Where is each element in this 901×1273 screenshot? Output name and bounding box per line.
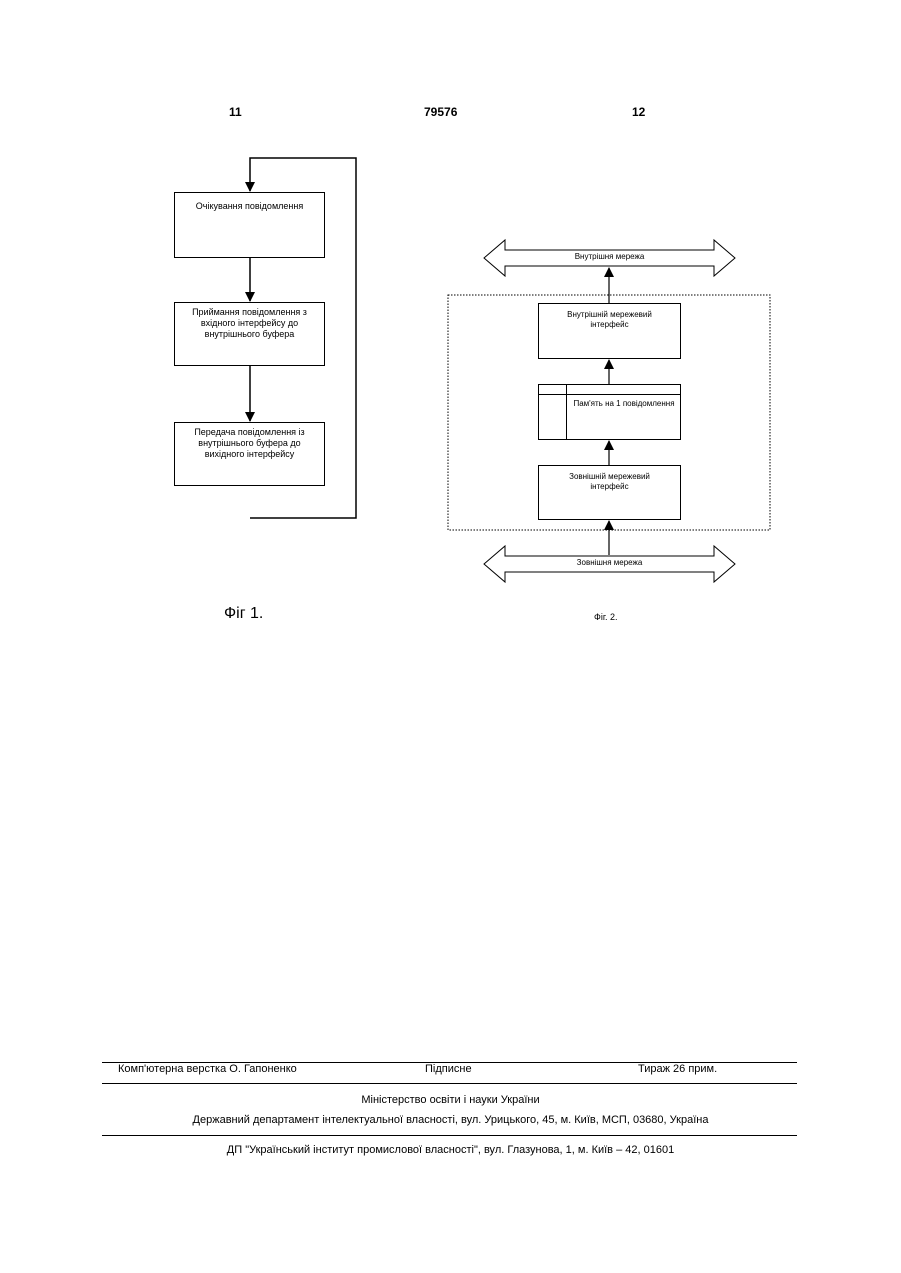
fig1-step-label: Передача повідомлення із внутрішнього бу… [175,423,324,464]
fig2-memory-divider-h [539,394,680,395]
fig1-caption: Фіг 1. [224,605,263,623]
fig2-internal-interface-label: Внутрішній мережевий інтерфейс [539,304,680,336]
fig1-step-transmit: Передача повідомлення із внутрішнього бу… [174,422,325,486]
footer-rule-bottom [102,1135,797,1136]
fig2-internal-interface: Внутрішній мережевий інтерфейс [538,303,681,359]
fig2-memory-label: Пам'ять на 1 повідомлення [569,398,679,409]
fig1-step-wait: Очікування повідомлення [174,192,325,258]
fig2-caption: Фіг. 2. [594,612,618,622]
fig2-external-interface-label: Зовнішній мережевий інтерфейс [539,466,680,498]
footer-ministry: Міністерство освіти і науки України [0,1094,901,1106]
fig1-step-receive: Приймання повідомлення з вхідного інтерф… [174,302,325,366]
fig2-memory-divider-v [566,385,567,439]
fig1-step-label: Приймання повідомлення з вхідного інтерф… [175,303,324,344]
fig2-internal-network-label: Внутрішня мережа [505,252,714,261]
fig2-external-interface: Зовнішній мережевий інтерфейс [538,465,681,520]
fig2-memory: Пам'ять на 1 повідомлення [538,384,681,440]
footer-department: Державний департамент інтелектуальної вл… [0,1114,901,1126]
footer-institute: ДП "Український інститут промислової вла… [0,1144,901,1156]
fig2-external-network-label: Зовнішня мережа [505,558,714,567]
footer-layout-credit: Комп'ютерна верстка О. Гапоненко [118,1063,297,1075]
footer-rule-middle [102,1083,797,1084]
fig1-step-label: Очікування повідомлення [175,193,324,216]
footer-signed: Підписне [425,1063,472,1075]
footer-circulation: Тираж 26 прим. [638,1063,717,1075]
